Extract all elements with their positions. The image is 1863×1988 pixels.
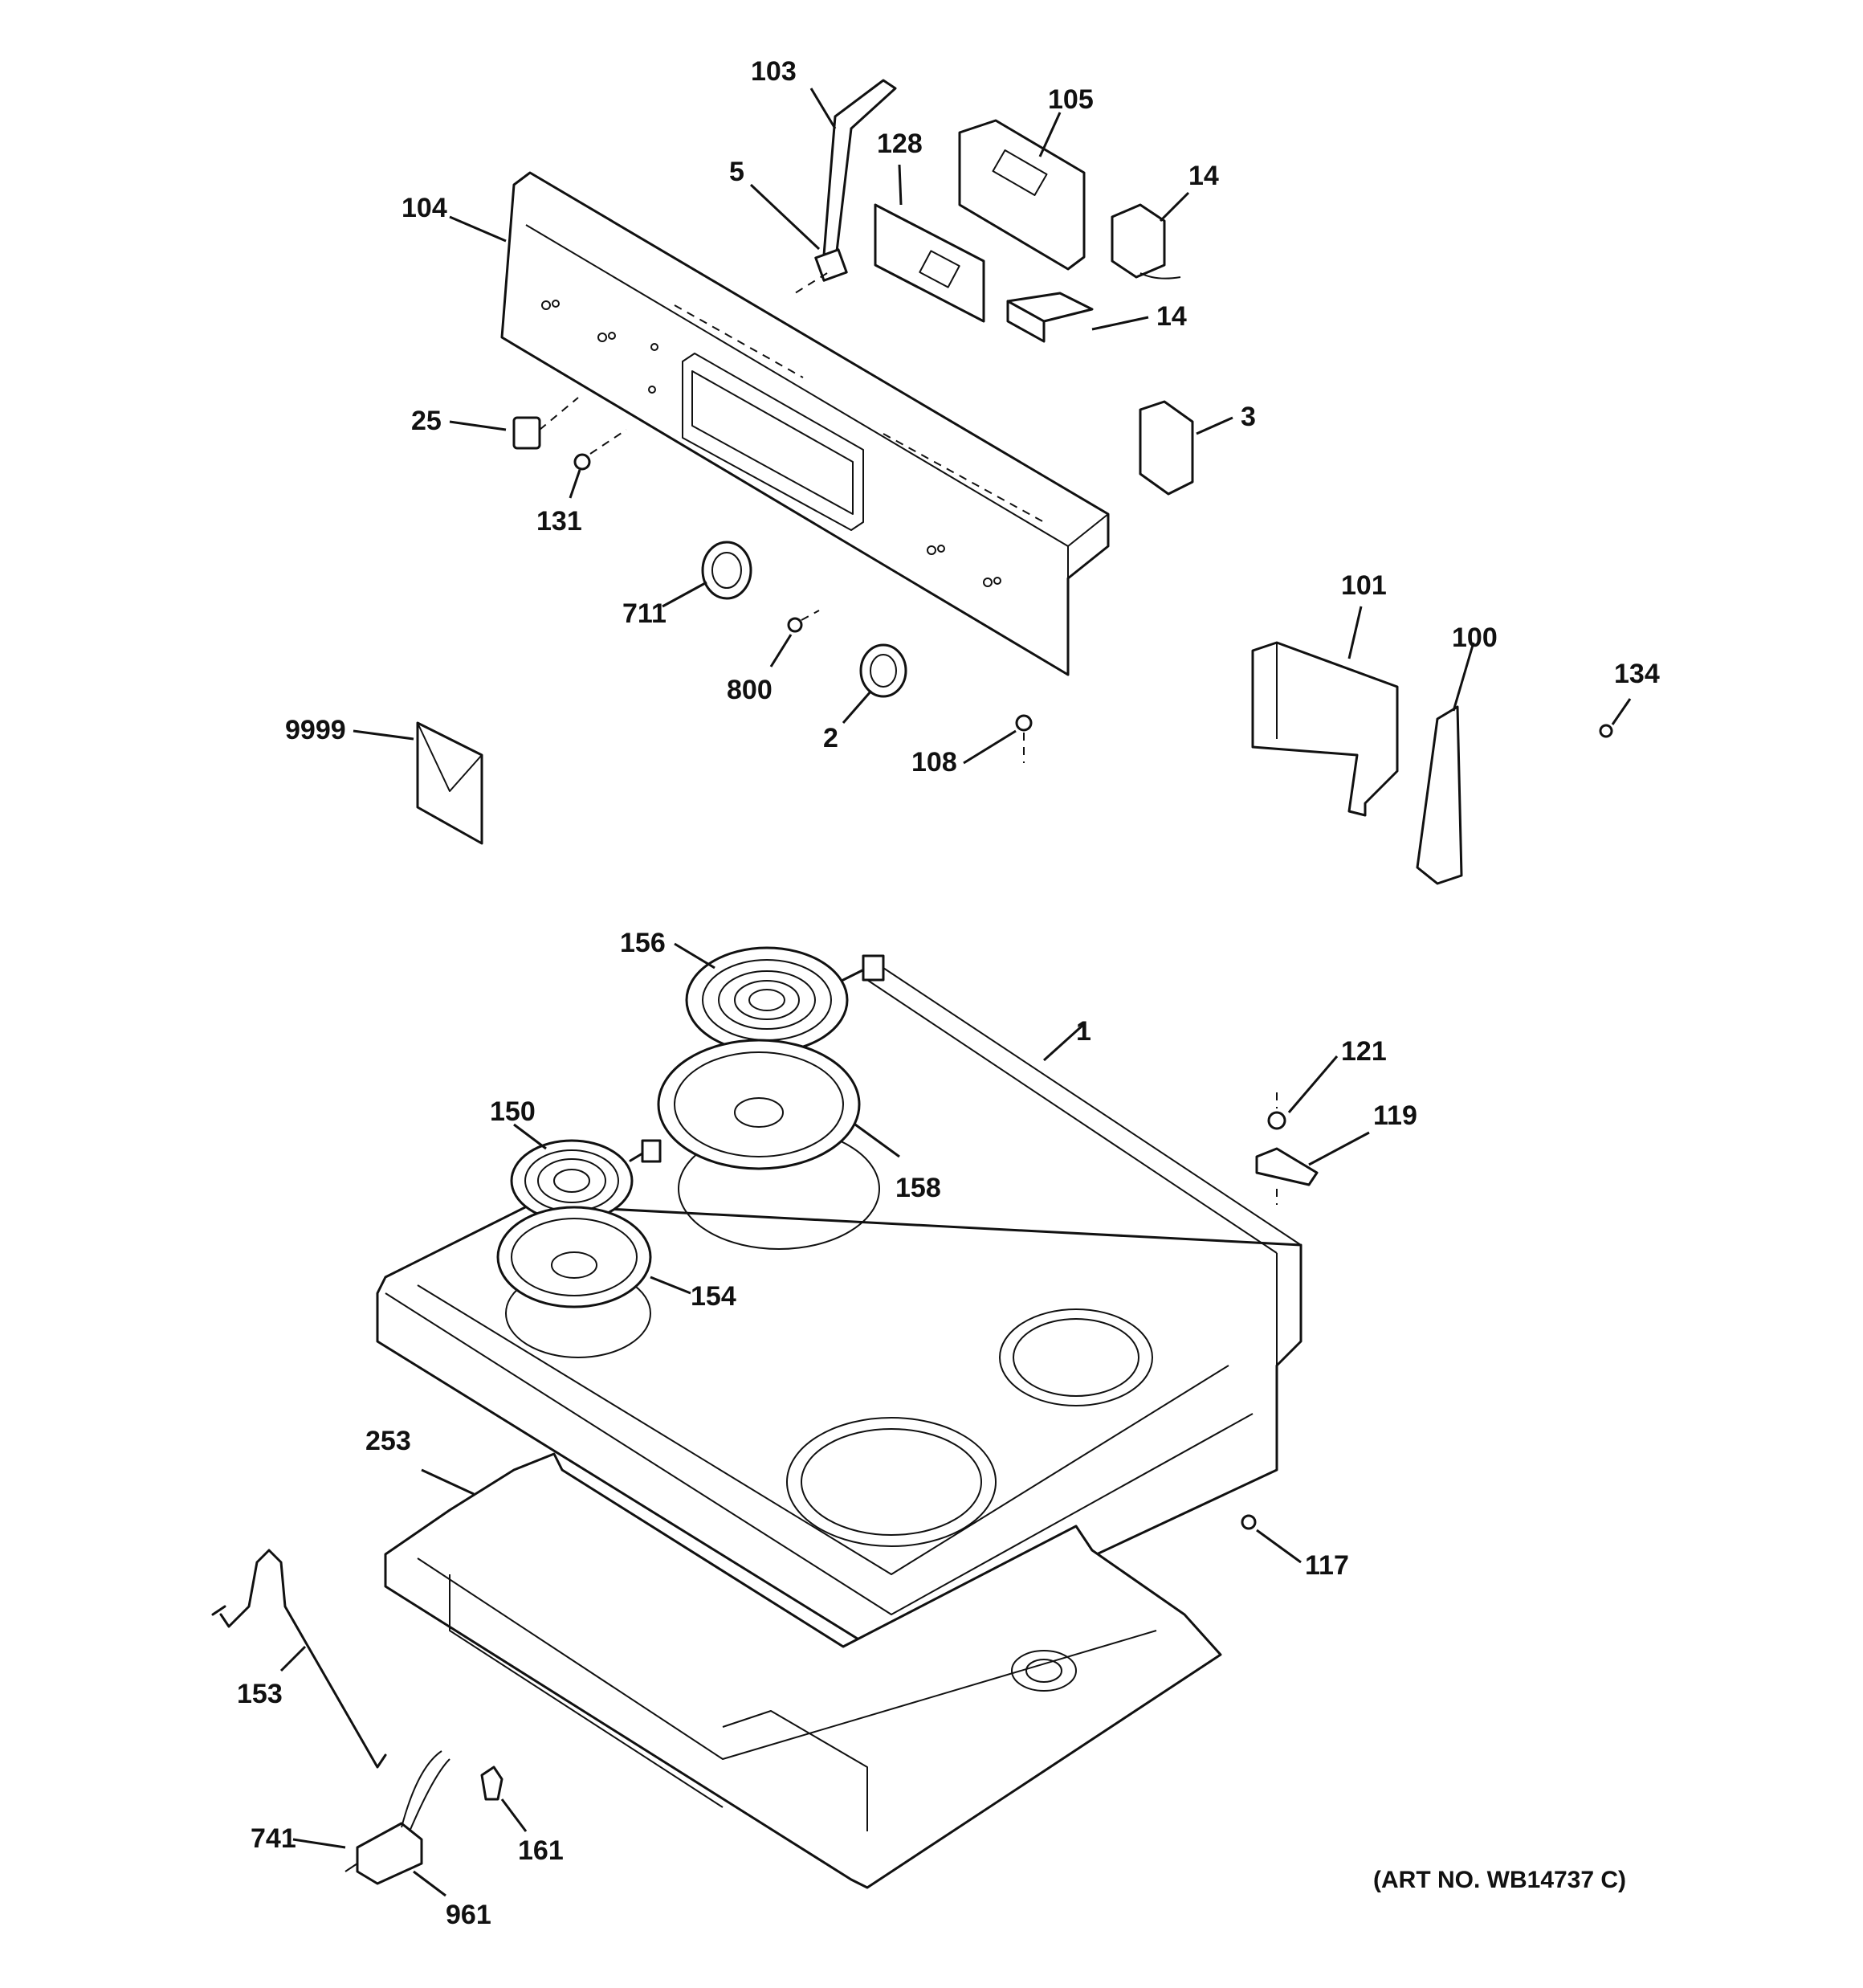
label-9999: 9999 — [285, 715, 346, 745]
bracket-119 — [1255, 1147, 1319, 1205]
label-131: 131 — [536, 506, 582, 537]
art-number: (ART NO. WB14737 C) — [1373, 1867, 1626, 1893]
label-2: 2 — [823, 723, 838, 753]
knob-711 — [701, 541, 752, 600]
burner-156 — [685, 946, 885, 1054]
bracket-101 — [1251, 641, 1399, 817]
switch-5 — [794, 248, 848, 294]
label-150: 150 — [490, 1096, 536, 1127]
label-101: 101 — [1341, 570, 1387, 601]
screw-800 — [787, 610, 820, 633]
label-100: 100 — [1452, 623, 1498, 653]
label-711: 711 — [622, 598, 667, 629]
label-1: 1 — [1076, 1016, 1091, 1047]
end-cap-100 — [1416, 705, 1463, 885]
label-5: 5 — [729, 157, 744, 187]
switch-3 — [1139, 400, 1194, 496]
label-128: 128 — [877, 129, 923, 159]
label-158: 158 — [895, 1173, 941, 1203]
label-108: 108 — [911, 747, 957, 778]
screw-134 — [1599, 724, 1613, 738]
drip-pan-158 — [657, 1039, 861, 1170]
label-154: 154 — [691, 1281, 736, 1312]
knob-2 — [859, 643, 907, 698]
label-117: 117 — [1305, 1550, 1349, 1581]
control-panel-backsplash — [500, 171, 1110, 676]
label-121: 121 — [1341, 1036, 1387, 1067]
label-961: 961 — [446, 1900, 491, 1930]
switch-14-upper — [1111, 203, 1181, 280]
label-161: 161 — [518, 1835, 564, 1866]
burner-box-253 — [384, 1452, 1222, 1889]
wire-rod-153 — [211, 1549, 387, 1769]
label-105: 105 — [1048, 84, 1094, 115]
label-14-lower: 14 — [1156, 301, 1187, 332]
overlay-128 — [874, 203, 985, 323]
switch-25 — [512, 397, 579, 450]
label-119: 119 — [1373, 1100, 1417, 1131]
label-134: 134 — [1614, 659, 1660, 689]
literature-9999 — [416, 721, 483, 845]
label-800: 800 — [727, 675, 773, 705]
drip-pan-154 — [496, 1206, 652, 1308]
clip-161 — [480, 1766, 503, 1801]
label-253: 253 — [365, 1426, 411, 1456]
label-14-upper: 14 — [1188, 161, 1219, 191]
bracket-14-lower — [1006, 292, 1094, 343]
control-board-105 — [958, 119, 1086, 271]
leader-lines — [279, 88, 1632, 1897]
terminal-block-741-961 — [344, 1750, 450, 1885]
knob-holes — [541, 300, 1001, 587]
label-3: 3 — [1241, 402, 1256, 432]
screw-121 — [1267, 1092, 1286, 1130]
label-153: 153 — [237, 1679, 283, 1709]
label-156: 156 — [620, 928, 666, 958]
burner-150 — [510, 1139, 662, 1223]
label-104: 104 — [402, 193, 447, 223]
label-103: 103 — [751, 56, 797, 87]
part-labels: 103 105 128 5 14 104 14 25 3 131 711 101… — [237, 56, 1660, 1930]
label-741: 741 — [251, 1823, 296, 1854]
screw-131 — [573, 429, 627, 471]
screw-108 — [1015, 714, 1033, 763]
label-25: 25 — [411, 406, 442, 436]
screw-117 — [1241, 1514, 1257, 1530]
